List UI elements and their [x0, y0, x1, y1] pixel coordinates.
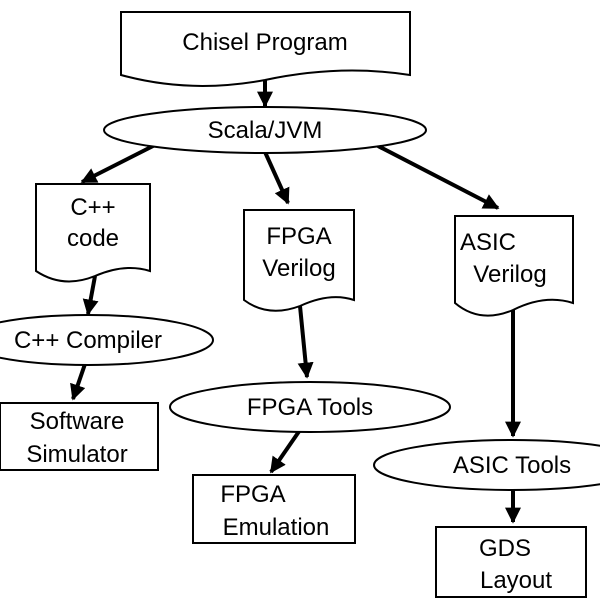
fpga-verilog-line2: Verilog [262, 255, 335, 282]
cpp-code-line1: C++ [70, 194, 115, 221]
gds-layout-line1: GDS [479, 535, 531, 562]
arrow-scala-to-asic-verilog [377, 144, 500, 210]
arrow-scala-to-fpga-verilog [263, 151, 290, 205]
asic-verilog-line2: Verilog [473, 261, 546, 288]
chisel-program-node: Chisel Program [120, 11, 411, 87]
cpp-compiler-node: C++ Compiler [0, 314, 214, 366]
scala-jvm-label: Scala/JVM [208, 117, 323, 144]
fpga-verilog-line1: FPGA [266, 223, 331, 250]
edges [70, 80, 521, 524]
arrow-cpp-code-to-cpp-compiler [82, 275, 99, 316]
asic-verilog-line1: ASIC [460, 229, 516, 256]
fpga-emulation-line1: FPGA [220, 481, 285, 508]
fpga-verilog-node: FPGA Verilog [243, 209, 355, 312]
fpga-tools-node: FPGA Tools [169, 381, 451, 433]
software-simulator-line1: Software [30, 408, 125, 435]
arrow-fpga-verilog-to-fpga-tools [297, 305, 314, 379]
cpp-code-line2: code [67, 225, 119, 252]
chisel-program-label: Chisel Program [182, 29, 347, 56]
fpga-tools-label: FPGA Tools [247, 394, 373, 421]
arrow-cpp-compiler-to-software-simulator [70, 363, 87, 401]
arrow-fpga-tools-to-fpga-emulation [269, 428, 302, 474]
cpp-compiler-label: C++ Compiler [14, 327, 162, 354]
gds-layout-node: GDS Layout [435, 526, 587, 598]
fpga-emulation-node: FPGA Emulation [192, 474, 356, 544]
asic-tools-node: ASIC Tools [373, 439, 600, 491]
arrow-scala-to-cpp-code [80, 143, 156, 184]
software-simulator-line2: Simulator [26, 441, 127, 468]
gds-layout-line2: Layout [480, 567, 552, 594]
scala-jvm-node: Scala/JVM [103, 106, 427, 154]
fpga-emulation-line2: Emulation [223, 514, 330, 541]
software-simulator-node: Software Simulator [0, 402, 159, 471]
cpp-code-node: C++ code [35, 183, 151, 283]
asic-verilog-node: ASIC Verilog [454, 215, 574, 317]
asic-tools-label: ASIC Tools [453, 452, 571, 479]
